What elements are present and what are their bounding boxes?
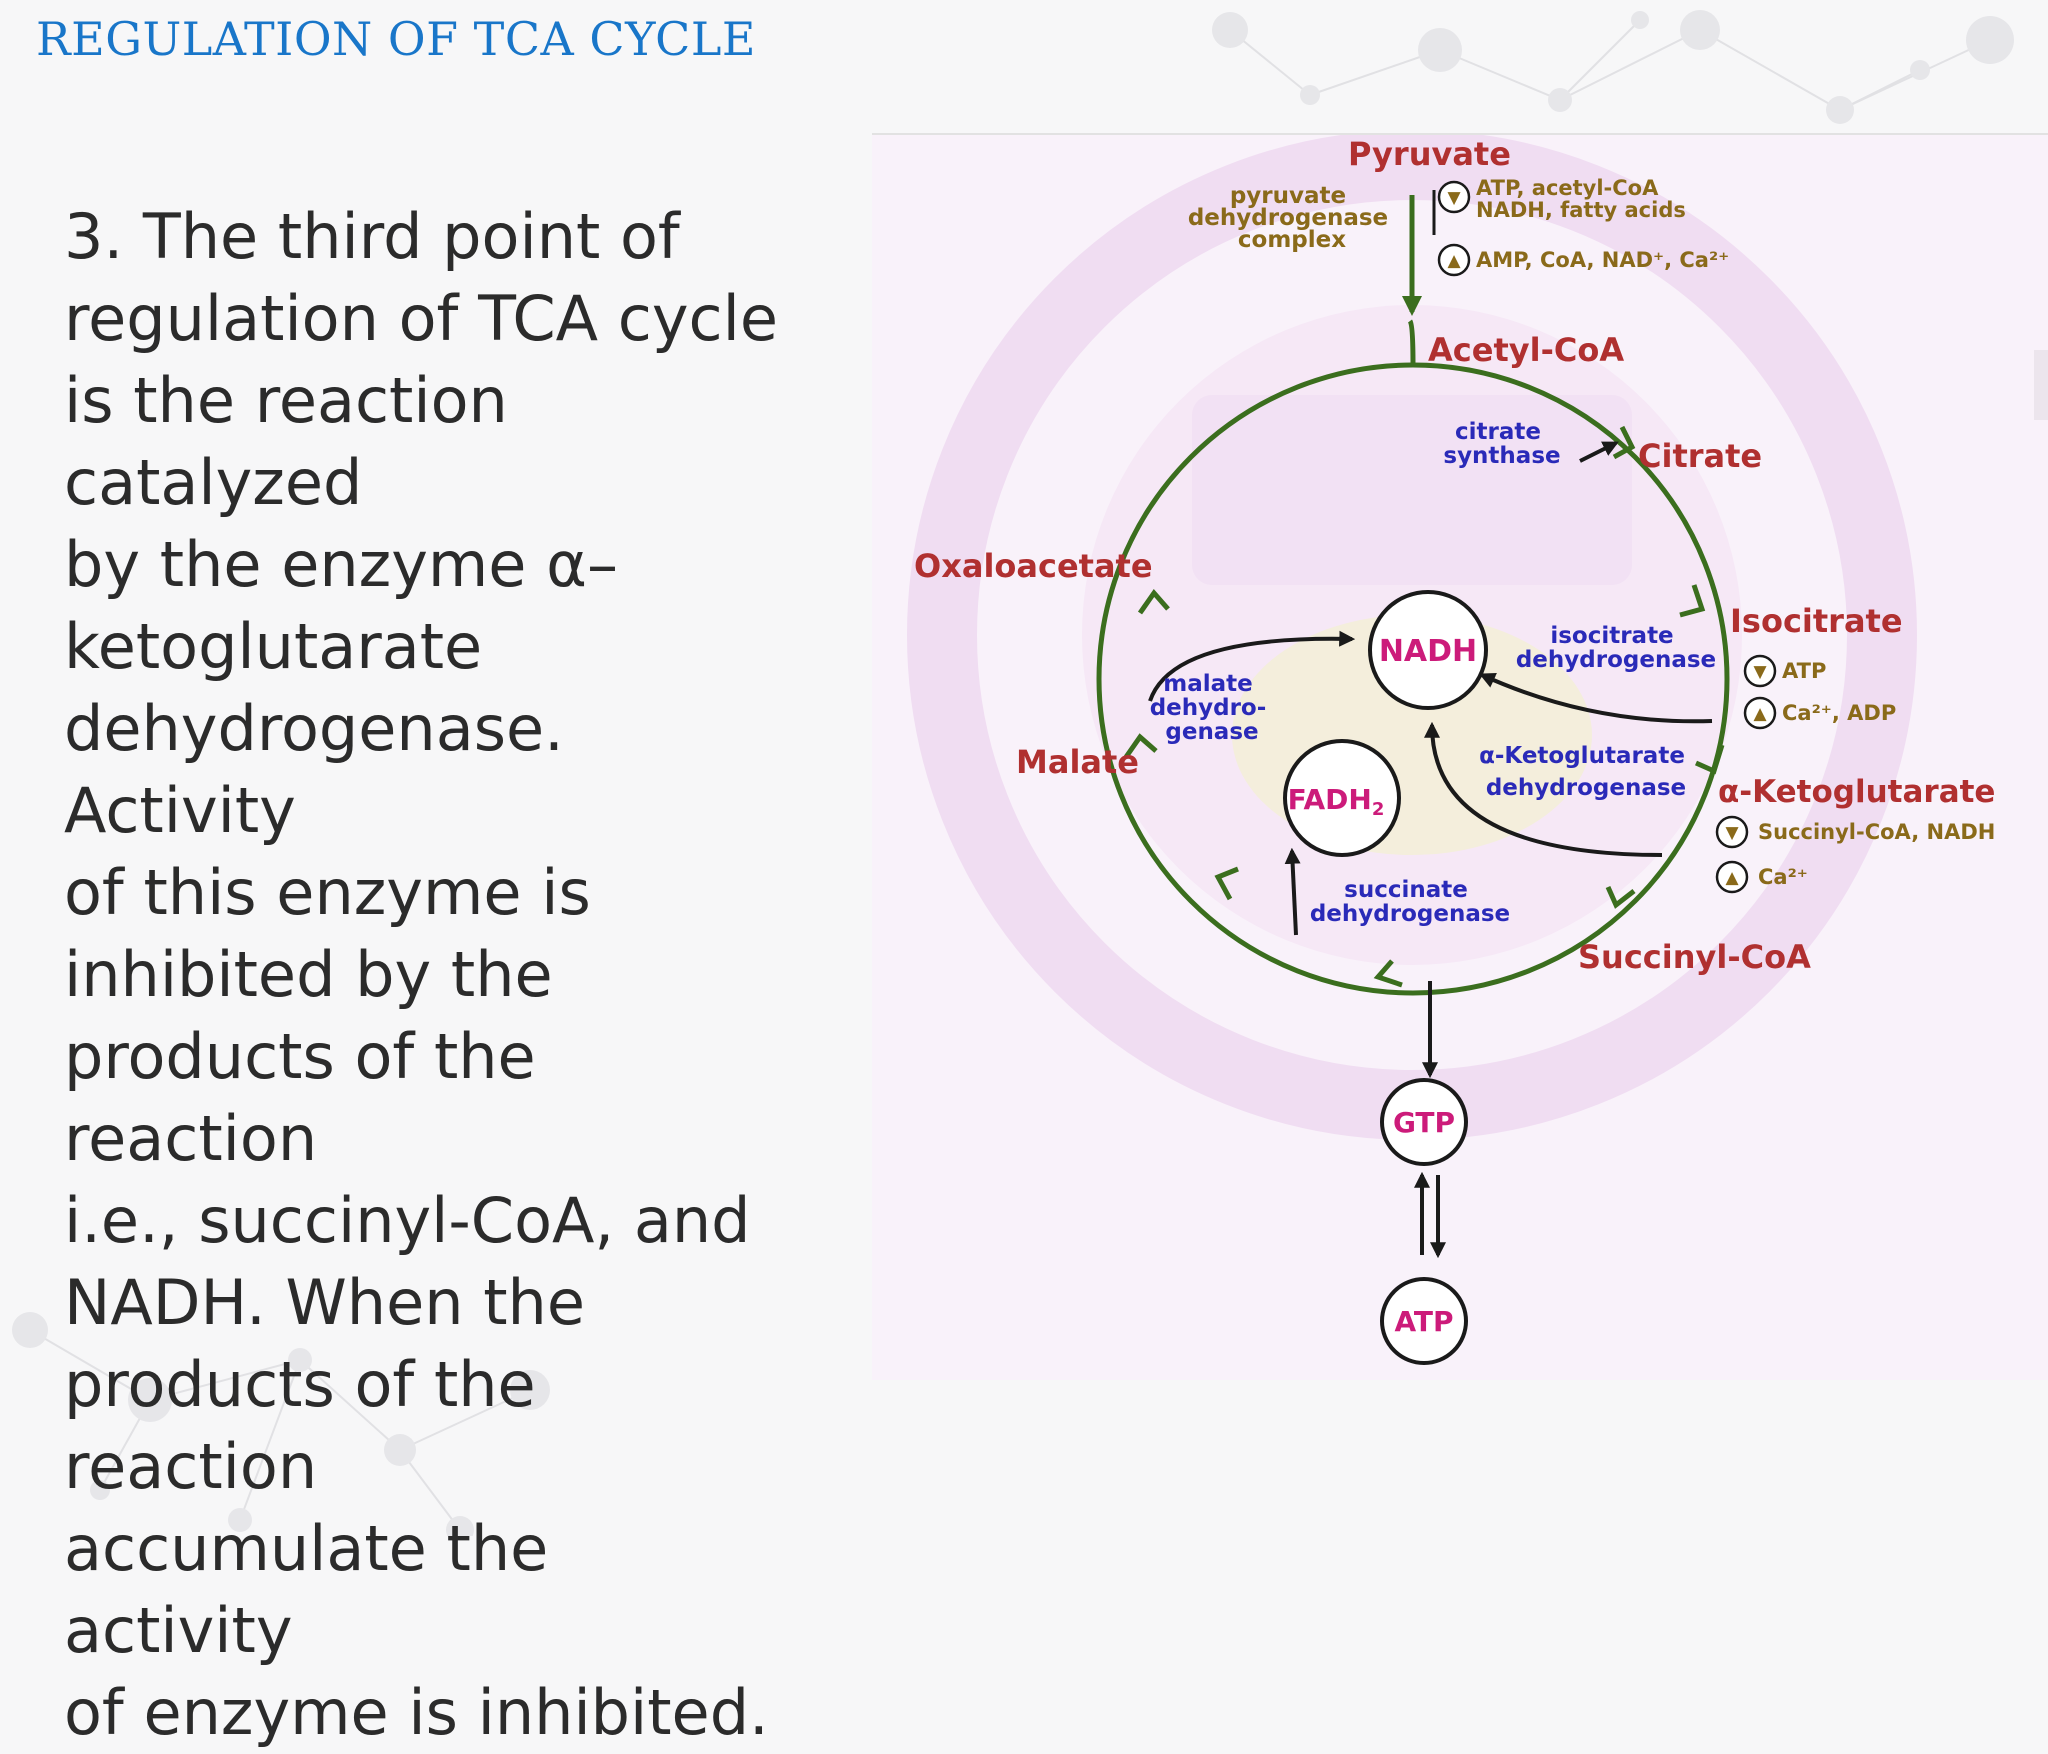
metabolite-isocitrate: Isocitrate bbox=[1730, 602, 1903, 640]
metabolite-pyruvate: Pyruvate bbox=[1348, 135, 1511, 173]
akgdh-inhibitors: Succinyl-CoA, NADH bbox=[1758, 820, 1995, 844]
cofactor-nadh: NADH bbox=[1379, 634, 1477, 669]
enzyme-line: pyruvate bbox=[1230, 183, 1346, 209]
cofactor-fadh2: FADH2 bbox=[1288, 783, 1385, 820]
icdh-activators: Ca²⁺, ADP bbox=[1782, 701, 1896, 725]
body-line: is the reaction catalyzed bbox=[64, 364, 508, 519]
metabolite-alpha-ketoglutarate: α-Ketoglutarate bbox=[1718, 774, 1995, 810]
body-line: 3. The third point of bbox=[64, 200, 680, 273]
atp-circle bbox=[1380, 1277, 1468, 1365]
metabolite-citrate: Citrate bbox=[1638, 437, 1762, 475]
akgdh-activate-icon: ▲ bbox=[1725, 868, 1739, 888]
icdh-activate-icon: ▲ bbox=[1753, 704, 1767, 724]
regulator-line: ATP, acetyl-CoA bbox=[1476, 176, 1659, 200]
enzyme-line: dehydrogenase bbox=[1310, 901, 1510, 927]
enzyme-line: synthase bbox=[1443, 443, 1560, 469]
body-line: i.e., succinyl-CoA, and bbox=[64, 1184, 751, 1257]
enzyme-line: malate bbox=[1163, 671, 1252, 697]
enzyme-malate-dehydrogenase: malate dehydro- genase bbox=[1150, 671, 1275, 745]
enzyme-line: α-Ketoglutarate bbox=[1479, 743, 1685, 769]
fadh2-circle bbox=[1283, 739, 1401, 857]
acetyl-coa-entry bbox=[1407, 319, 1416, 366]
pdh-inhibit-icon: ▼ bbox=[1447, 188, 1461, 208]
body-line: by the enzyme α– bbox=[64, 528, 619, 601]
akg-to-nadh-arrow bbox=[1424, 721, 1663, 857]
enzyme-akg-dehydrogenase: α-Ketoglutarate dehydrogenase bbox=[1479, 743, 1693, 801]
metabolite-oxaloacetate: Oxaloacetate bbox=[914, 547, 1153, 585]
body-line: dehydrogenase. Activity bbox=[64, 692, 564, 847]
fadh2-label: FADH bbox=[1288, 783, 1372, 816]
body-text: 3. The third point of regulation of TCA … bbox=[64, 196, 784, 1754]
body-line: regulation of TCA cycle bbox=[64, 282, 778, 355]
enzyme-line: dehydro- bbox=[1150, 695, 1267, 721]
slide-title: REGULATION OF TCA CYCLE bbox=[36, 12, 756, 66]
body-line: of this enzyme is bbox=[64, 856, 591, 929]
background-network-pattern bbox=[12, 10, 2014, 1536]
metabolite-acetyl-coa: Acetyl-CoA bbox=[1428, 331, 1624, 369]
akgdh-activators: Ca²⁺ bbox=[1758, 865, 1808, 889]
body-line: of enzyme is inhibited. bbox=[64, 1676, 769, 1749]
cofactor-gtp: GTP bbox=[1393, 1106, 1455, 1139]
enzyme-line: isocitrate bbox=[1550, 623, 1673, 649]
nadh-circle bbox=[1368, 590, 1488, 710]
header-divider bbox=[872, 133, 2048, 135]
pdh-activate-icon: ▲ bbox=[1447, 251, 1461, 271]
enzyme-line: complex bbox=[1238, 227, 1346, 253]
pdh-inhibitors: ATP, acetyl-CoA NADH, fatty acids bbox=[1476, 176, 1686, 222]
enzyme-citrate-synthase: citrate synthase bbox=[1443, 419, 1560, 469]
pdh-activators: AMP, CoA, NAD⁺, Ca²⁺ bbox=[1476, 248, 1729, 272]
metabolite-malate: Malate bbox=[1016, 743, 1139, 781]
enzyme-pyruvate-dehydrogenase: pyruvate dehydrogenase complex bbox=[1188, 183, 1396, 253]
enzyme-succinate-dehydrogenase: succinate dehydrogenase bbox=[1310, 877, 1510, 927]
malate-to-nadh-arrow bbox=[1148, 630, 1356, 702]
enzyme-line: dehydrogenase bbox=[1516, 647, 1716, 673]
enzyme-isocitrate-dehydrogenase: isocitrate dehydrogenase bbox=[1516, 623, 1716, 673]
body-line: ketoglutarate bbox=[64, 610, 483, 683]
citrate-synthase-arrow bbox=[1579, 441, 1619, 463]
cycle-direction-marks bbox=[1123, 425, 1725, 988]
metabolite-succinyl-coa: Succinyl-CoA bbox=[1578, 938, 1811, 976]
enzyme-line: genase bbox=[1165, 719, 1258, 745]
enzyme-line: dehydrogenase bbox=[1486, 775, 1686, 801]
enzyme-line: citrate bbox=[1455, 419, 1541, 445]
icdh-inhibitors: ATP bbox=[1782, 659, 1826, 683]
enzyme-line: succinate bbox=[1344, 877, 1468, 903]
isocitrate-to-nadh-arrow bbox=[1479, 673, 1713, 724]
body-line: accumulate the activity bbox=[64, 1512, 549, 1667]
enzyme-line: dehydrogenase bbox=[1188, 205, 1388, 231]
body-line: inhibited by the bbox=[64, 938, 553, 1011]
icdh-inhibit-icon: ▼ bbox=[1753, 662, 1767, 682]
regulator-line: NADH, fatty acids bbox=[1476, 198, 1686, 222]
body-line: products of the reaction bbox=[64, 1348, 536, 1503]
regulator-symbols: ▼ ▲ ▼ ▲ ▼ ▲ bbox=[1437, 180, 1777, 894]
gtp-circle bbox=[1380, 1078, 1468, 1166]
fadh2-subscript: 2 bbox=[1372, 799, 1385, 820]
body-line: products of the reaction bbox=[64, 1020, 536, 1175]
akgdh-inhibit-icon: ▼ bbox=[1725, 823, 1739, 843]
tca-cycle-diagram: ▼ ▲ ▼ ▲ ▼ ▲ Pyruvate Acetyl-CoA Citrate … bbox=[872, 135, 2048, 1380]
succinate-to-fadh2-arrow bbox=[1284, 847, 1301, 936]
cofactor-atp: ATP bbox=[1394, 1305, 1453, 1338]
body-line: NADH. When the bbox=[64, 1266, 585, 1339]
